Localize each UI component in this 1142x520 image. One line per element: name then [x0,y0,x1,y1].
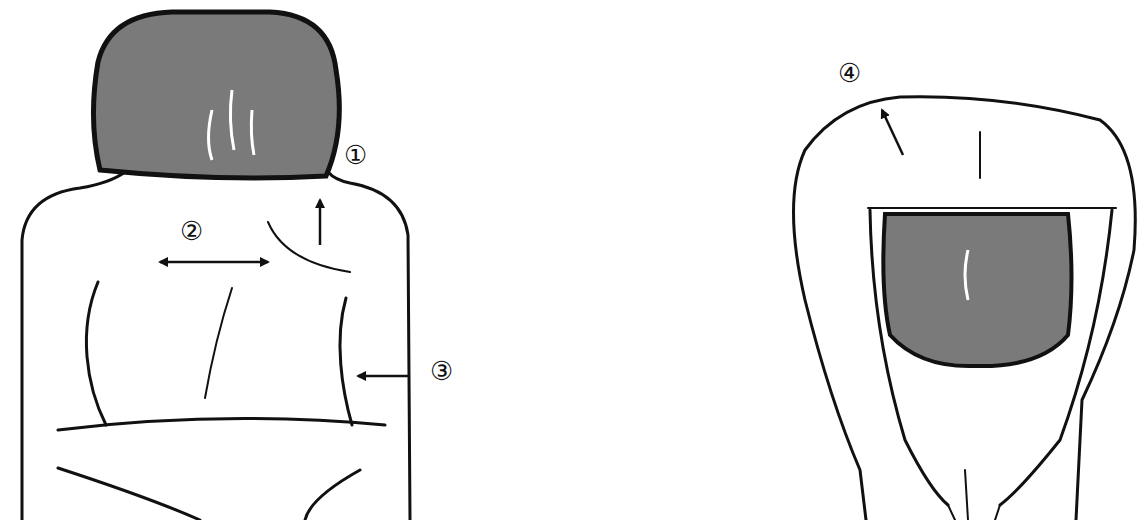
shoulder-line [868,207,1116,209]
callout-number: ② [180,218,203,244]
scapula-line [268,222,350,272]
bending-figure [794,97,1136,520]
scapula-arrow [160,261,268,264]
spine-curve [205,288,232,398]
hair-highlight [230,90,234,150]
left-hip-line [58,468,200,520]
spine-line [979,132,981,178]
right-body-outline [328,172,410,520]
hands [948,470,1000,520]
callout-number: ④ [838,60,861,86]
hair [93,12,339,178]
hair-highlight [251,110,254,155]
hair-highlight [209,110,213,160]
hair-highlights [209,90,255,160]
rib-hump-arrow [882,110,903,155]
waist-arrow [358,375,408,378]
waist-band [58,419,385,430]
shoulder-arrow [319,200,322,245]
left-waist [86,282,106,425]
right-waist [340,298,352,425]
right-hip-line [305,470,360,520]
callout-number: ③ [430,358,453,384]
indicator-arrows [160,110,903,376]
back-outline [794,97,1136,520]
left-body-outline [22,172,125,520]
standing-figure [22,172,410,520]
hair-highlight [965,250,968,300]
hair [883,214,1071,366]
callout-number: ① [344,142,367,168]
